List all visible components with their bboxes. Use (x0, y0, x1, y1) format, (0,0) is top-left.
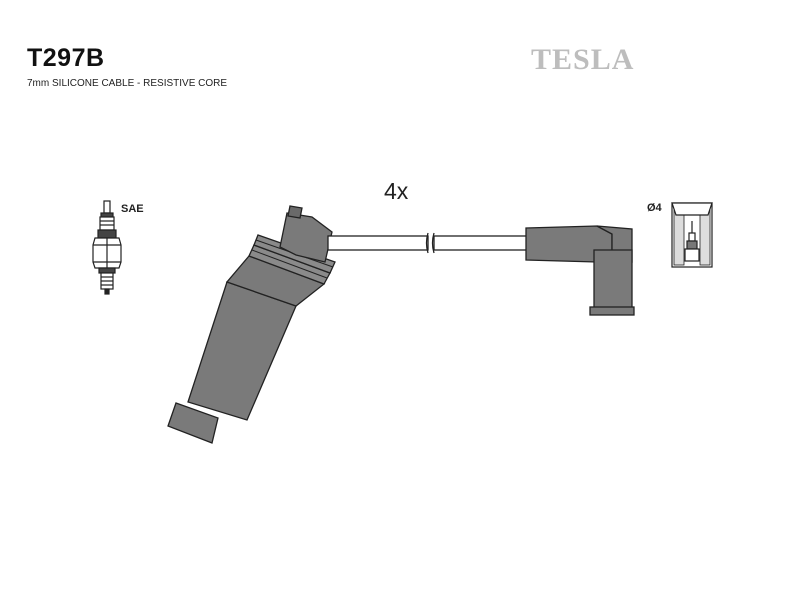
quantity-label: 4x (384, 178, 409, 204)
terminal-diameter-label: Ø4 (647, 202, 662, 214)
coil-boot-angled (525, 225, 635, 316)
spark-plug-label: SAE (121, 203, 144, 215)
spark-plug-icon (92, 200, 122, 295)
brand-logo: TESLA (531, 43, 635, 76)
plug-boot-straight (167, 205, 336, 444)
part-number: T297B (27, 44, 105, 72)
cable-description: 7mm SILICONE CABLE - RESISTIVE CORE (27, 78, 228, 89)
terminal-icon (671, 202, 713, 268)
ignition-cable (327, 232, 529, 254)
